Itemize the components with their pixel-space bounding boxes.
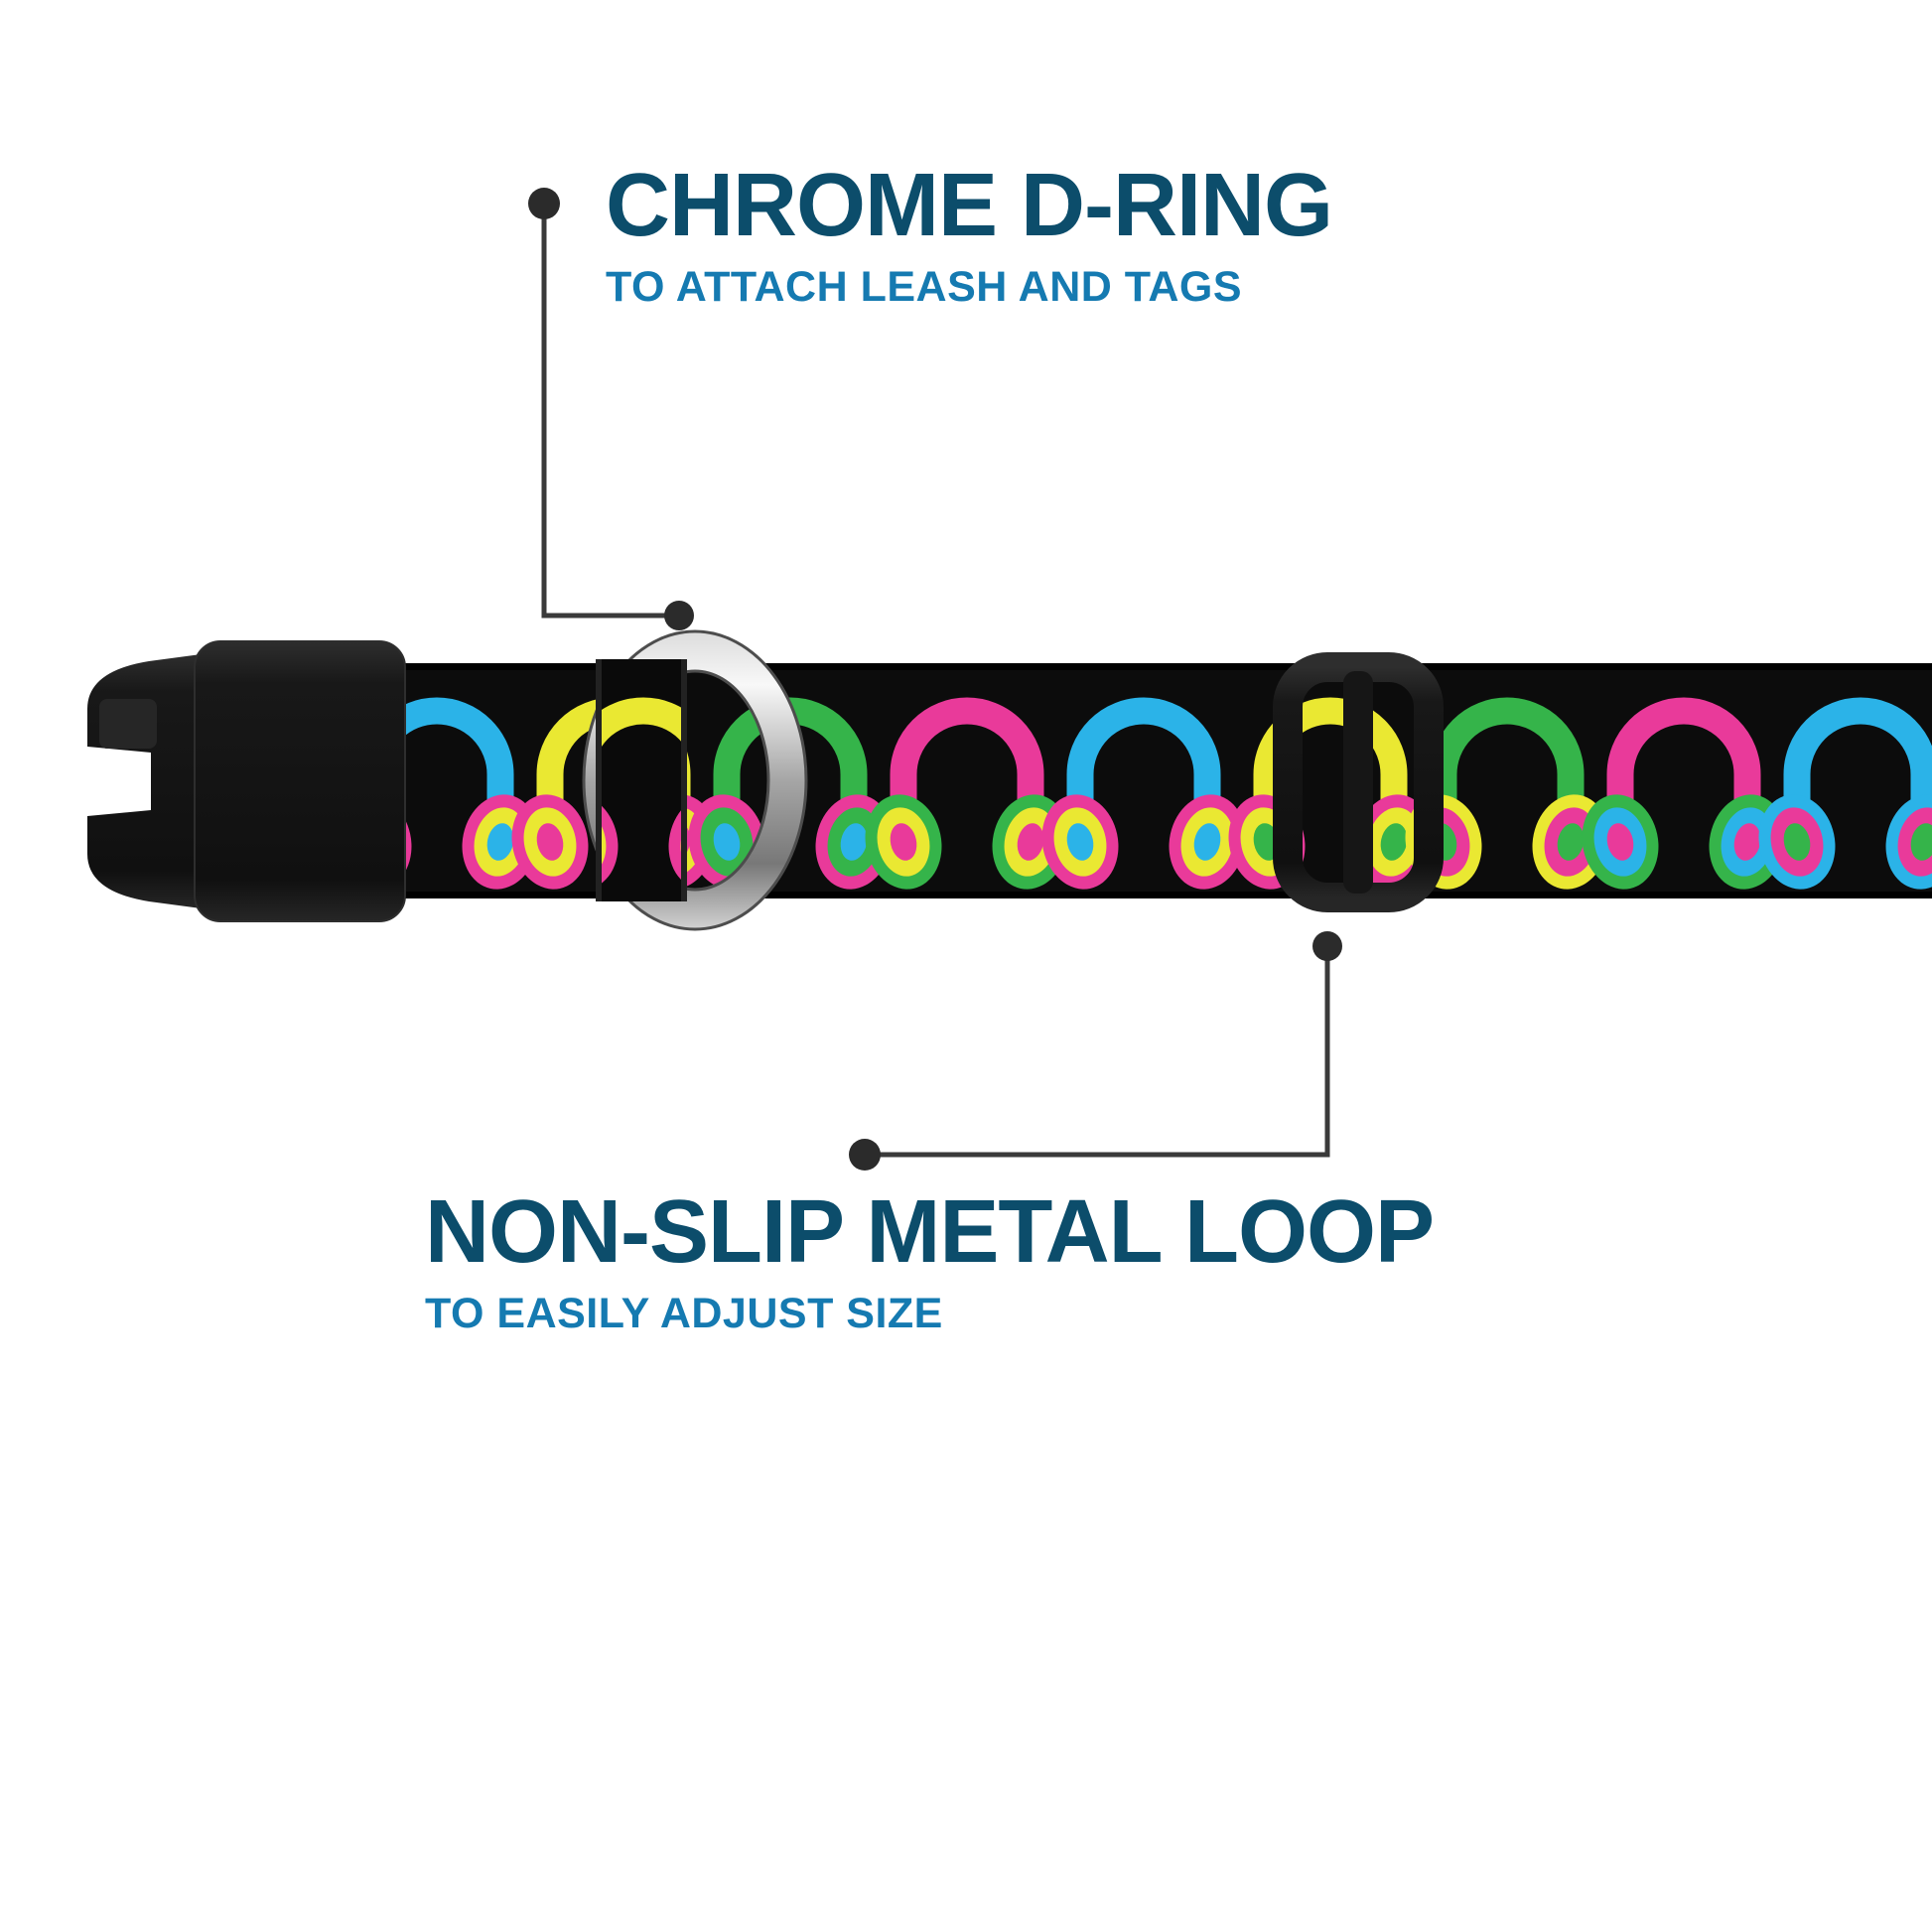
fold-right-seam [681, 659, 687, 901]
buckle-step-highlight [99, 699, 157, 749]
loop-callout-dot-top [1312, 931, 1342, 961]
metal-loop-title: NON-SLIP METAL LOOP [425, 1182, 1435, 1282]
dring-callout [528, 188, 694, 630]
headphone-earcup [865, 794, 942, 890]
loop-callout-dot-left [849, 1139, 881, 1171]
dring-annotation: CHROME D-RING TO ATTACH LEASH AND TAGS [606, 156, 1333, 311]
slider-frame [1273, 652, 1444, 912]
headphone-earcup [1041, 794, 1119, 890]
headphone-earcup [1582, 794, 1659, 890]
slider-center-bar [1343, 671, 1373, 894]
metal-loop-annotation: NON-SLIP METAL LOOP TO EASILY ADJUST SIZ… [425, 1182, 1435, 1337]
dring-callout-dot-top [528, 188, 560, 219]
dring-title: CHROME D-RING [606, 156, 1333, 255]
headphone-icon [1041, 697, 1246, 890]
loop-callout [849, 931, 1342, 1171]
headphone-earcup [1885, 794, 1932, 890]
strap-top-edge [328, 663, 1932, 670]
buckle-body-outline [194, 640, 406, 922]
buckle [87, 640, 406, 922]
loop-callout-line [865, 946, 1330, 1158]
buckle-nose [87, 653, 208, 909]
headphone-earcup [511, 794, 589, 890]
headphone-earcup [1169, 794, 1246, 890]
dring-callout-dot-bottom [664, 601, 694, 630]
dring-callout-line [541, 204, 679, 619]
metal-loop-subtitle: TO EASILY ADJUST SIZE [425, 1290, 943, 1337]
fold-left-seam [596, 659, 602, 901]
headphone-earcup [1758, 794, 1836, 890]
slider-loop [1273, 652, 1444, 912]
dring-subtitle: TO ATTACH LEASH AND TAGS [606, 263, 1243, 311]
collar-strap [328, 663, 1932, 898]
strap-fold [596, 659, 687, 901]
buckle-body [195, 641, 405, 921]
strap-bottom-edge [328, 892, 1932, 898]
headphone-icon [1758, 697, 1932, 890]
headphone-icon [865, 697, 1069, 890]
